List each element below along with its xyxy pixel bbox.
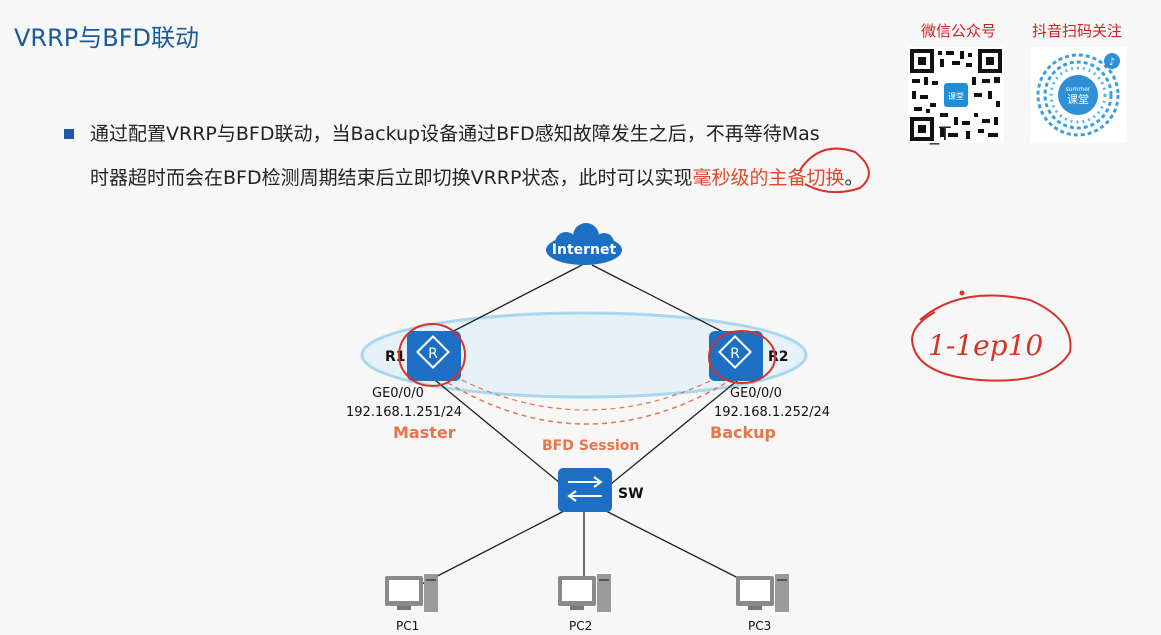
douyin-logo-icon [1104,53,1120,69]
vrrp-group-ellipse [360,311,808,399]
bullet-marker [64,129,74,139]
bullet-text-end: 。 [844,167,864,189]
bullet-text: 通过配置VRRP与BFD联动，当Backup设备通过BFD感知故障发生之后，不再… [64,112,1024,200]
wechat-qr-label: 微信公众号 [921,22,997,40]
router-r2[interactable]: R [709,331,763,381]
bullet-paragraph: 通过配置VRRP与BFD联动，当Backup设备通过BFD感知故障发生之后，不再… [64,112,1024,200]
pc-icon [558,574,611,612]
pc2-label: PC2 [569,619,592,633]
link-r1-internet [439,264,583,339]
switch-label: SW [618,486,644,502]
link-sw-pc3 [603,509,753,586]
douyin-qr-code[interactable]: summer 课堂 ♪ [1030,47,1126,143]
switch-icon [558,468,612,512]
bfd-session-link-inner [445,371,729,411]
bullet-highlight: 毫秒级的主备切换 [692,167,845,189]
brand-top-label: summer [1066,86,1091,93]
r1-circle-annotation [398,323,466,387]
router-icon [709,331,763,381]
r2-interface-label: GE0/0/0 [730,386,782,401]
highlight-circle-annotation [799,147,870,194]
qr-code-icon: 课堂 [908,47,1004,143]
r2-name-label: R2 [768,349,789,365]
douyin-qr-label: 抖音扫码关注 [1032,22,1123,40]
pc1-label: PC1 [396,619,419,633]
bfd-session-label: BFD Session [542,438,639,454]
link-r2-sw [605,379,739,489]
svg-text:R: R [428,346,438,362]
handwritten-annotations [398,147,1072,387]
pc-icon [736,574,789,612]
switch-sw[interactable] [558,468,612,512]
router-icon [407,331,461,381]
note-circle-annotation [910,294,1072,382]
r2-circle-annotation [708,330,776,384]
link-r1-sw [434,379,567,489]
bullet-text-part1: 通过配置VRRP与BFD联动，当Backup设备通过BFD感知故障发生之后，不再… [90,123,820,145]
r2-role-label: Backup [710,423,776,442]
r1-ip-label: 192.168.1.251/24 [346,405,462,420]
pc3-label: PC3 [748,619,771,633]
slide-title: VRRP与BFD联动 [14,24,199,52]
bullet-text-line2: 时器超时而会在BFD检测周期结束后立即切换VRRP状态，此时可以实现 [90,167,693,189]
bfd-session-link [439,377,735,425]
internet-cloud-icon: Internet [546,223,622,265]
pc2[interactable] [558,574,611,612]
link-r2-internet [591,264,736,339]
r1-name-label: R1 [385,349,406,365]
wechat-qr-code[interactable]: 课堂 [908,47,1004,143]
bullet-text-part2: _T [929,123,951,145]
pc-icon [385,574,438,612]
brand-bottom-label: 课堂 [1067,93,1089,106]
link-sw-pc1 [419,509,567,586]
r2-ip-label: 192.168.1.252/24 [714,405,830,420]
pc1[interactable] [385,574,438,612]
internet-label: Internet [552,242,617,258]
handwritten-note: 1-1ep10 [928,329,1043,362]
r1-interface-label: GE0/0/0 [372,386,424,401]
svg-text:R: R [730,346,740,362]
router-r1[interactable]: R [407,331,461,381]
r1-role-label: Master [393,423,456,442]
svg-text:♪: ♪ [1109,57,1115,68]
pc3[interactable] [736,574,789,612]
wechat-center-label: 课堂 [948,91,964,101]
mini-program-code-icon: summer 课堂 ♪ [1030,47,1126,143]
